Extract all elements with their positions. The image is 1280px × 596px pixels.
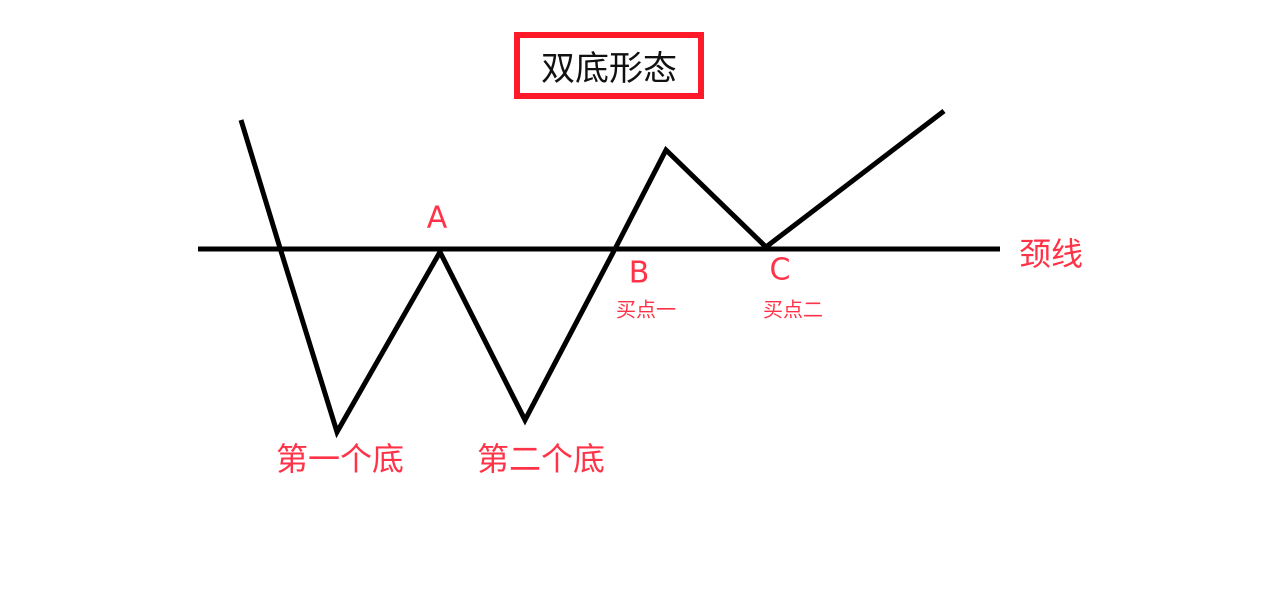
label-buy-point-2: 买点二 xyxy=(763,297,823,322)
label-point-b: B xyxy=(628,255,650,291)
label-point-c: C xyxy=(769,252,791,288)
label-neckline: 颈线 xyxy=(1018,235,1084,273)
label-buy-point-1: 买点一 xyxy=(616,297,676,322)
label-first-bottom: 第一个底 xyxy=(275,440,405,478)
label-second-bottom: 第二个底 xyxy=(476,440,606,478)
title: 双底形态 xyxy=(541,49,677,89)
title-box: 双底形态 xyxy=(514,32,704,99)
price-line xyxy=(238,109,946,439)
label-point-a: A xyxy=(426,200,448,236)
